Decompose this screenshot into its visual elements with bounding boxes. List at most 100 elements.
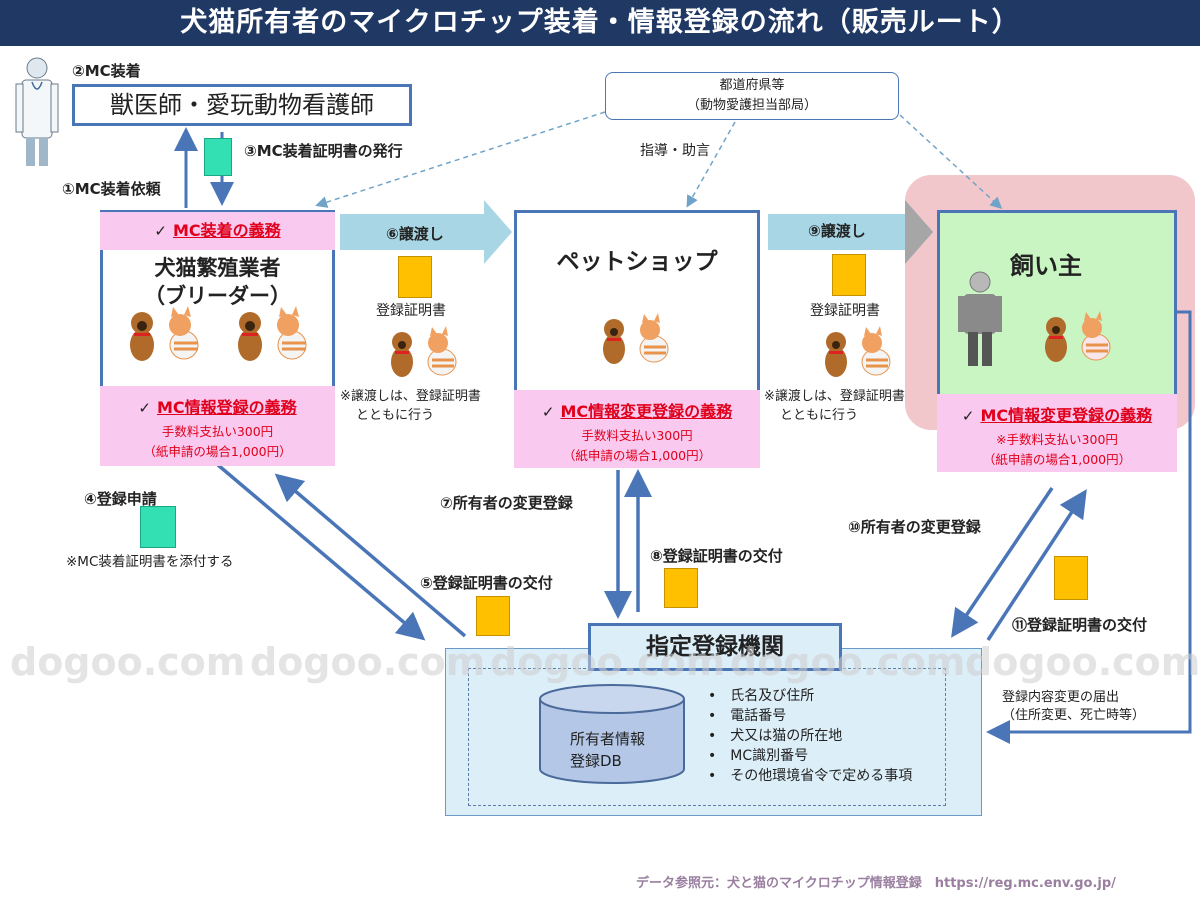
petshop-fee-paper: （紙申請の場合1,000円） (562, 448, 712, 463)
check-mark: ✓ (961, 407, 975, 425)
dog-icon (603, 319, 625, 364)
owner-name: 飼い主 (1010, 252, 1082, 280)
transfer-animals-1 (388, 325, 468, 384)
petshop-fee: 手数料支払い300円 (581, 428, 693, 443)
step-1-label: ①MC装着依頼 (62, 180, 161, 198)
certificate-icon (1054, 556, 1088, 600)
arrow-owner-change (951, 487, 1054, 638)
breeder-name-1: 犬猫繁殖業者 (154, 256, 281, 280)
cat-icon (1081, 311, 1111, 361)
step-9-label: ⑨譲渡し (808, 222, 866, 240)
certificate-label-2: 登録証明書 (810, 303, 880, 319)
step-3-label: ③MC装着証明書の発行 (244, 142, 403, 160)
step-7-label: ⑦所有者の変更登録 (440, 494, 573, 512)
cat-icon (861, 326, 891, 376)
step-10-label: ⑩所有者の変更登録 (848, 518, 981, 536)
dog-icon (130, 312, 154, 361)
transfer-arrow-1 (340, 200, 512, 264)
certificate-icon (398, 256, 432, 298)
transfer-note-1a: ※譲渡しは、登録証明書 (340, 389, 481, 404)
source-note: データ参照元：犬と猫のマイクロチップ情報登録 https://reg.mc.en… (636, 876, 1116, 891)
certificate-icon (832, 254, 866, 296)
mc-cert-icon (140, 506, 176, 548)
petshop-animals (600, 312, 680, 371)
transfer-note-2a: ※譲渡しは、登録証明書 (764, 389, 905, 404)
breeder-fee: 手数料支払い300円 (161, 424, 274, 439)
arrow-cert-issue-owner (986, 489, 1087, 641)
step-11-label: ⑪登録証明書の交付 (1012, 616, 1148, 634)
mc-insert-duty: MC装着の義務 (172, 221, 281, 240)
db-label-1: 所有者情報 (570, 730, 646, 748)
owner-figure (955, 270, 1005, 374)
registry-name: 指定登録機関 (646, 634, 784, 660)
vet-figure (12, 56, 62, 171)
database-icon (538, 683, 686, 789)
registry-item-list: •氏名及び住所 •電話番号 •犬又は猫の所在地 •MC識別番号 •その他環境省令… (708, 686, 912, 786)
check-mark: ✓ (138, 399, 151, 417)
step-6-label: ⑥譲渡し (386, 225, 444, 243)
registry-item: •犬又は猫の所在地 (708, 728, 843, 744)
mc-change-duty-owner: MC情報変更登録の義務 (980, 406, 1153, 425)
prefecture-name: 都道府県等 (719, 78, 785, 93)
owner-fee-paper: （紙申請の場合1,000円） (982, 452, 1132, 467)
mc-register-duty: MC情報登録の義務 (156, 398, 297, 417)
owner-animals (1042, 310, 1122, 369)
transfer-arrow-2 (768, 200, 933, 264)
check-mark: ✓ (541, 403, 555, 421)
change-notice-2: （住所変更、死亡時等） (1002, 708, 1146, 723)
breeder-fee-paper: （紙申請の場合1,000円） (143, 444, 292, 459)
certificate-label: 登録証明書 (376, 303, 446, 319)
breeder-name: 犬猫繁殖業者 （ブリーダー） (100, 254, 335, 310)
certificate-icon (664, 568, 698, 608)
mc-cert-icon (204, 138, 232, 176)
registry-item: •その他環境省令で定める事項 (708, 768, 913, 784)
owner-fee: ※手数料支払い300円 (996, 432, 1118, 447)
watermark: dogoo.com (490, 640, 726, 684)
vet-box: 獣医師・愛玩動物看護師 (72, 84, 412, 126)
registry-item: •氏名及び住所 (708, 688, 815, 704)
guidance-label: 指導・助言 (640, 143, 710, 159)
arrow-cert-issue-breeder (274, 473, 467, 638)
guidance-arrow-shop (686, 121, 736, 208)
registry-item: •MC識別番号 (708, 748, 809, 764)
change-notice-1: 登録内容変更の届出 (1002, 690, 1120, 705)
registry-item: •電話番号 (708, 708, 787, 724)
breeder-duty-top: ✓ MC装着の義務 (100, 212, 335, 250)
certificate-icon (476, 596, 510, 636)
dog-icon (825, 332, 847, 377)
arrow-registration-apply (216, 463, 426, 641)
breeder-duty-bottom: ✓ MC情報登録の義務 手数料支払い300円 （紙申請の場合1,000円） (100, 386, 335, 466)
transfer-note-1b: とともに行う (356, 408, 435, 423)
mc-change-duty-shop: MC情報変更登録の義務 (560, 402, 733, 421)
watermark: dogoo.com (965, 640, 1200, 684)
dog-icon (1045, 317, 1067, 362)
page-title: 犬猫所有者のマイクロチップ装着・情報登録の流れ（販売ルート） (0, 0, 1200, 46)
registry-area (445, 648, 982, 816)
owner-duty: ✓ MC情報変更登録の義務 ※手数料支払い300円 （紙申請の場合1,000円） (937, 394, 1177, 472)
petshop-duty: ✓ MC情報変更登録の義務 手数料支払い300円 （紙申請の場合1,000円） (514, 390, 760, 468)
owner-person-icon (958, 271, 1002, 366)
cat-icon (169, 306, 199, 360)
prefecture-dept: （動物愛護担当部局） (686, 98, 817, 113)
dog-icon (391, 332, 413, 377)
step-5-label: ⑤登録証明書の交付 (420, 574, 553, 592)
watermark: dogoo.com (10, 640, 246, 684)
breeder-name-2: （ブリーダー） (144, 284, 291, 308)
registry-title-box: 指定登録機関 (588, 623, 842, 671)
guidance-arrow-owner (899, 114, 1003, 210)
check-mark: ✓ (154, 222, 167, 240)
transfer-animals-2 (822, 325, 902, 384)
watermark: dogoo.com (250, 640, 486, 684)
breeder-animals (126, 305, 316, 369)
arrow-change-notice (986, 310, 1192, 744)
cat-icon (639, 313, 669, 363)
step-4-note: ※MC装着証明書を添付する (66, 554, 234, 570)
vet-person-icon (15, 57, 59, 166)
cat-icon (277, 306, 307, 360)
watermark: dogoo.com (730, 640, 966, 684)
db-label-2: 登録DB (570, 752, 622, 770)
cat-icon (427, 326, 457, 376)
step-mc-insert: ②MC装着 (72, 62, 141, 80)
petshop-name: ペットショップ (556, 249, 718, 275)
